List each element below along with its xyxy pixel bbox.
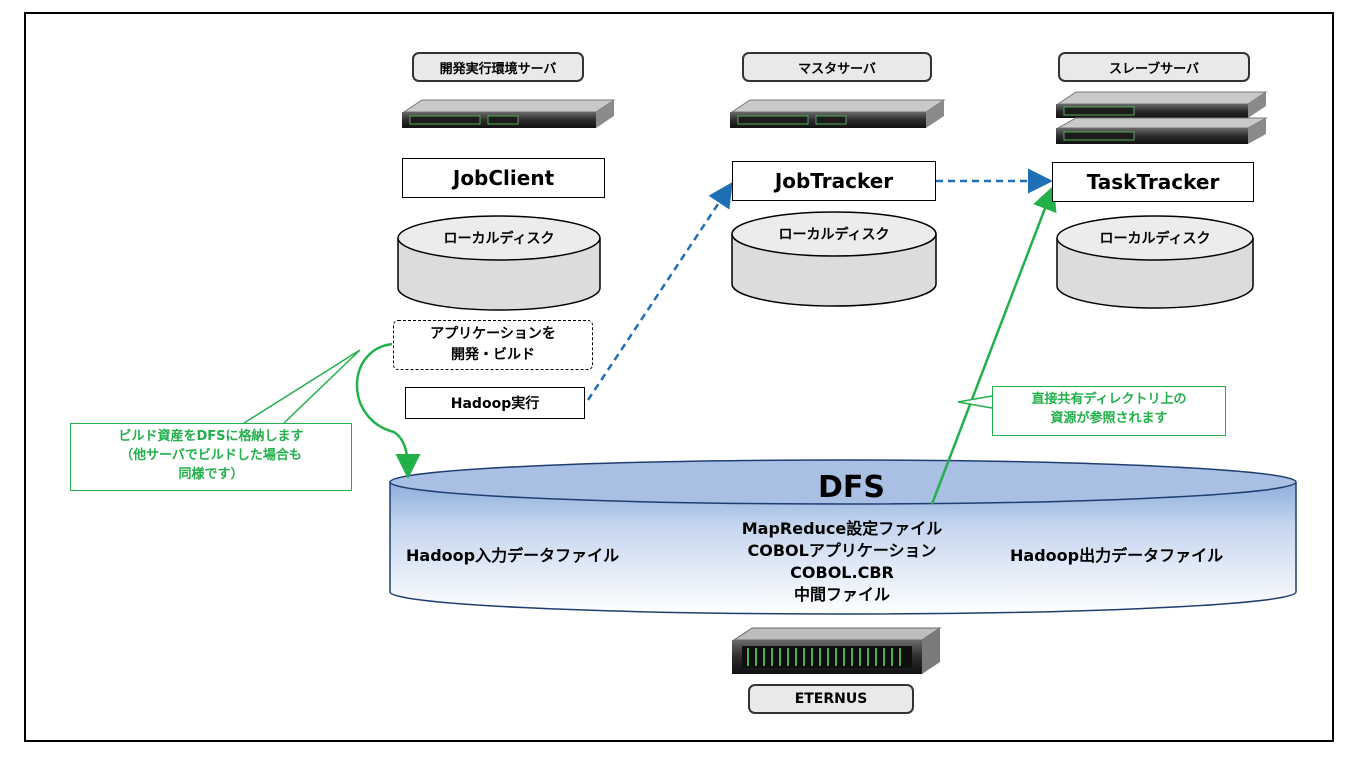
callout-direct-reference: 直接共有ディレクトリ上の 資源が参照されます bbox=[992, 386, 1226, 436]
server-slave-image bbox=[1056, 91, 1268, 144]
callout-right-pointer bbox=[957, 395, 993, 409]
callout-build-assets: ビルド資産をDFSに格納します （他サーバでビルドした場合も 同様です） bbox=[70, 423, 352, 491]
dfs-input-file: Hadoop入力データファイル bbox=[406, 546, 620, 565]
build-to-dfs-arrow bbox=[355, 342, 421, 479]
dfs-center-file-1: MapReduce設定ファイル bbox=[741, 519, 943, 538]
task-tracker-box: TaskTracker bbox=[1052, 162, 1254, 202]
local-disk-slave-label: ローカルディスク bbox=[1099, 231, 1211, 247]
dfs-center-files: MapReduce設定ファイル COBOLアプリケーション COBOL.CBR … bbox=[690, 518, 994, 606]
callout-right-line-1: 直接共有ディレクトリ上の bbox=[1031, 392, 1187, 407]
role-dev-server: 開発実行環境サーバ bbox=[412, 52, 584, 82]
server-dev-image bbox=[402, 99, 616, 128]
eternus-storage-image bbox=[732, 627, 942, 674]
dev-build-line-2: 開発・ビルド bbox=[451, 347, 535, 363]
callout-right-line-2: 資源が参照されます bbox=[1050, 411, 1168, 426]
dev-build-box: アプリケーションを 開発・ビルド bbox=[393, 320, 593, 370]
job-client-box: JobClient bbox=[402, 158, 605, 198]
callout-left-pointer bbox=[243, 349, 361, 424]
role-slave-server: スレーブサーバ bbox=[1058, 52, 1250, 82]
local-disk-master-label: ローカルディスク bbox=[778, 227, 890, 243]
dfs-to-tasktracker-arrow bbox=[930, 185, 1057, 505]
diagram-frame bbox=[24, 12, 1334, 742]
dfs-cylinder bbox=[389, 459, 1297, 615]
local-disk-dev-label: ローカルディスク bbox=[443, 231, 555, 247]
job-tracker-box: JobTracker bbox=[732, 161, 936, 201]
local-disk-master-cylinder bbox=[731, 211, 937, 307]
role-master-server: マスタサーバ bbox=[742, 52, 932, 82]
eternus-label: ETERNUS bbox=[748, 684, 914, 714]
dfs-center-file-2: COBOLアプリケーション bbox=[747, 541, 937, 560]
local-disk-slave-cylinder bbox=[1056, 215, 1254, 309]
hadoop-exec-to-jobtracker-arrow bbox=[586, 181, 733, 401]
dev-build-line-1: アプリケーションを bbox=[430, 326, 556, 342]
dfs-title: DFS bbox=[818, 470, 886, 505]
callout-left-line-2: （他サーバでビルドした場合も bbox=[120, 448, 302, 463]
server-master-image bbox=[730, 99, 946, 128]
callout-left-line-1: ビルド資産をDFSに格納します bbox=[118, 429, 304, 444]
dfs-center-file-3: COBOL.CBR bbox=[790, 563, 894, 582]
dfs-center-file-4: 中間ファイル bbox=[793, 585, 890, 604]
dfs-output-file: Hadoop出力データファイル bbox=[1010, 546, 1224, 565]
local-disk-dev-cylinder bbox=[397, 215, 601, 311]
callout-left-line-3: 同様です） bbox=[178, 467, 244, 482]
hadoop-exec-box: Hadoop実行 bbox=[405, 387, 585, 419]
